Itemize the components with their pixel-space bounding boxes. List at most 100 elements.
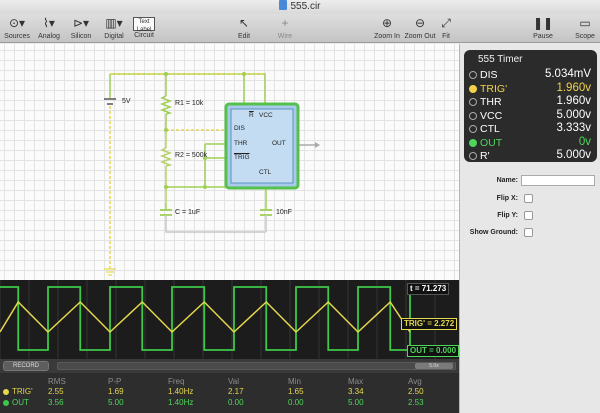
stat-trace-name: TRIG' — [12, 387, 33, 396]
pin-thr: THR — [234, 140, 247, 147]
flip-y-checkbox[interactable] — [524, 211, 533, 220]
pin-readout-row[interactable]: TRIG'1.960v — [464, 82, 597, 96]
pin-out: OUT — [272, 140, 286, 147]
plus-icon: + — [272, 15, 298, 32]
resistor-r2[interactable] — [162, 148, 170, 166]
stat-value: 1.40Hz — [168, 398, 193, 407]
stat-value: 0.00 — [228, 398, 244, 407]
pin-ctl: CTL — [259, 169, 271, 176]
edit-button[interactable]: ↖Edit — [231, 15, 257, 41]
capacitor-c[interactable] — [160, 210, 172, 215]
probe-radio[interactable] — [469, 85, 477, 93]
label-c: C = 1uF — [175, 209, 200, 216]
stat-trace-name: OUT — [12, 398, 29, 407]
pin-name: THR — [480, 96, 502, 108]
zoom-in-icon: ⊕ — [372, 15, 402, 32]
label-r2: R2 = 500k — [175, 152, 207, 159]
stat-header: RMS — [48, 377, 66, 386]
probe-radio[interactable] — [469, 139, 477, 147]
time-window-slider[interactable]: 5.0s — [57, 362, 456, 370]
pin-readout-row[interactable]: CTL 3.333v — [464, 122, 597, 136]
scope-controls: RECORD 5.0s — [0, 359, 459, 373]
stat-value: 2.55 — [48, 387, 64, 396]
sources-button[interactable]: ⊙▾Sources — [4, 15, 30, 41]
pin-name: DIS — [480, 69, 498, 81]
oscilloscope[interactable]: t = 71.273 TRIG' = 2.272 OUT = 0.000 — [0, 280, 459, 359]
show-ground-checkbox[interactable] — [524, 228, 533, 237]
digital-button[interactable]: ▥▾Digital — [101, 15, 127, 41]
zoom-out-button[interactable]: ⊖Zoom Out — [404, 15, 436, 41]
battery-5v[interactable] — [104, 99, 116, 104]
stat-value: 5.00 — [108, 398, 124, 407]
window-title: 555.cir — [290, 1, 320, 12]
fit-label: Fit — [437, 32, 455, 41]
stat-value: 2.50 — [408, 387, 424, 396]
probe-radio[interactable] — [469, 125, 477, 133]
name-label: Name: — [497, 177, 518, 184]
wire-button[interactable]: +Wire — [272, 15, 298, 41]
time-window-thumb[interactable]: 5.0s — [415, 363, 453, 369]
wire-label: Wire — [272, 32, 298, 41]
zoom-in-button[interactable]: ⊕Zoom In — [372, 15, 402, 41]
pin-value: 5.000v — [556, 109, 591, 121]
schematic-canvas[interactable]: 5V R1 = 10k R2 = 500k C = 1uF 10nF R VCC… — [0, 44, 459, 280]
wire-ground-bottom[interactable] — [166, 220, 266, 232]
resistor-icon: ⌇▾ — [36, 15, 62, 32]
pin-name: CTL — [480, 123, 500, 135]
pin-value: 3.333v — [556, 122, 591, 134]
pin-readout-row[interactable]: THR 1.960v — [464, 95, 597, 109]
flip-y-label: Flip Y: — [497, 212, 518, 219]
record-button[interactable]: RECORD — [3, 361, 49, 371]
trace-toggle[interactable] — [3, 400, 9, 406]
pin-readout-row[interactable]: R'5.000v — [464, 149, 597, 163]
pin-readout-row[interactable]: OUT0v — [464, 136, 597, 150]
fit-button[interactable]: ⤢Fit — [437, 15, 455, 41]
stat-header: P-P — [108, 377, 121, 386]
fit-icon: ⤢ — [437, 15, 455, 32]
show-ground-property: Show Ground: — [464, 226, 597, 240]
scope-button[interactable]: ▭Scope — [572, 15, 598, 41]
capacitor-10nf[interactable] — [260, 210, 272, 215]
pause-icon: ❚❚ — [530, 15, 556, 32]
analog-label: Analog — [36, 32, 62, 41]
resistor-r1[interactable] — [162, 96, 170, 114]
silicon-button[interactable]: ⊳▾Silicon — [68, 15, 94, 41]
title-bar: 555.cir — [0, 0, 600, 14]
silicon-label: Silicon — [68, 32, 94, 41]
sources-icon: ⊙▾ — [4, 15, 30, 32]
circuit-button[interactable]: Text LabelCircuit — [131, 15, 157, 40]
analog-button[interactable]: ⌇▾Analog — [36, 15, 62, 41]
component-hud: 555 Timer DIS5.034mVTRIG'1.960vTHR 1.960v… — [464, 50, 597, 162]
digital-label: Digital — [101, 32, 127, 41]
name-field[interactable] — [521, 175, 595, 186]
probe-radio[interactable] — [469, 71, 477, 79]
stat-value: 3.34 — [348, 387, 364, 396]
probe-radio[interactable] — [469, 112, 477, 120]
trig-readout: TRIG' = 2.272 — [401, 318, 457, 330]
pin-readout-row[interactable]: DIS5.034mV — [464, 68, 597, 82]
probe-radio[interactable] — [469, 98, 477, 106]
flip-x-checkbox[interactable] — [524, 194, 533, 203]
pin-value: 1.960v — [556, 95, 591, 107]
pause-button[interactable]: ❚❚Pause — [530, 15, 556, 41]
zoom-out-label: Zoom Out — [404, 32, 436, 41]
pin-vcc: VCC — [259, 112, 273, 119]
document-icon — [279, 0, 287, 10]
flip-x-label: Flip X: — [497, 195, 518, 202]
edit-label: Edit — [231, 32, 257, 41]
time-readout: t = 71.273 — [407, 283, 449, 295]
scope-icon: ▭ — [572, 15, 598, 32]
hud-title: 555 Timer — [478, 54, 522, 65]
pin-name: TRIG' — [480, 83, 507, 95]
pin-reset: R — [249, 112, 254, 119]
probe-radio[interactable] — [469, 152, 477, 160]
ground-symbol — [104, 269, 116, 275]
pin-dis: DIS — [234, 125, 245, 132]
stat-header: Max — [348, 377, 363, 386]
scope-traces — [0, 280, 459, 359]
pin-readout-row[interactable]: VCC5.000v — [464, 109, 597, 123]
trace-toggle[interactable] — [3, 389, 9, 395]
toolbar: ⊙▾Sources ⌇▾Analog ⊳▾Silicon ▥▾Digital T… — [0, 14, 600, 43]
stat-header: Freq — [168, 377, 184, 386]
label-5v: 5V — [122, 98, 131, 105]
